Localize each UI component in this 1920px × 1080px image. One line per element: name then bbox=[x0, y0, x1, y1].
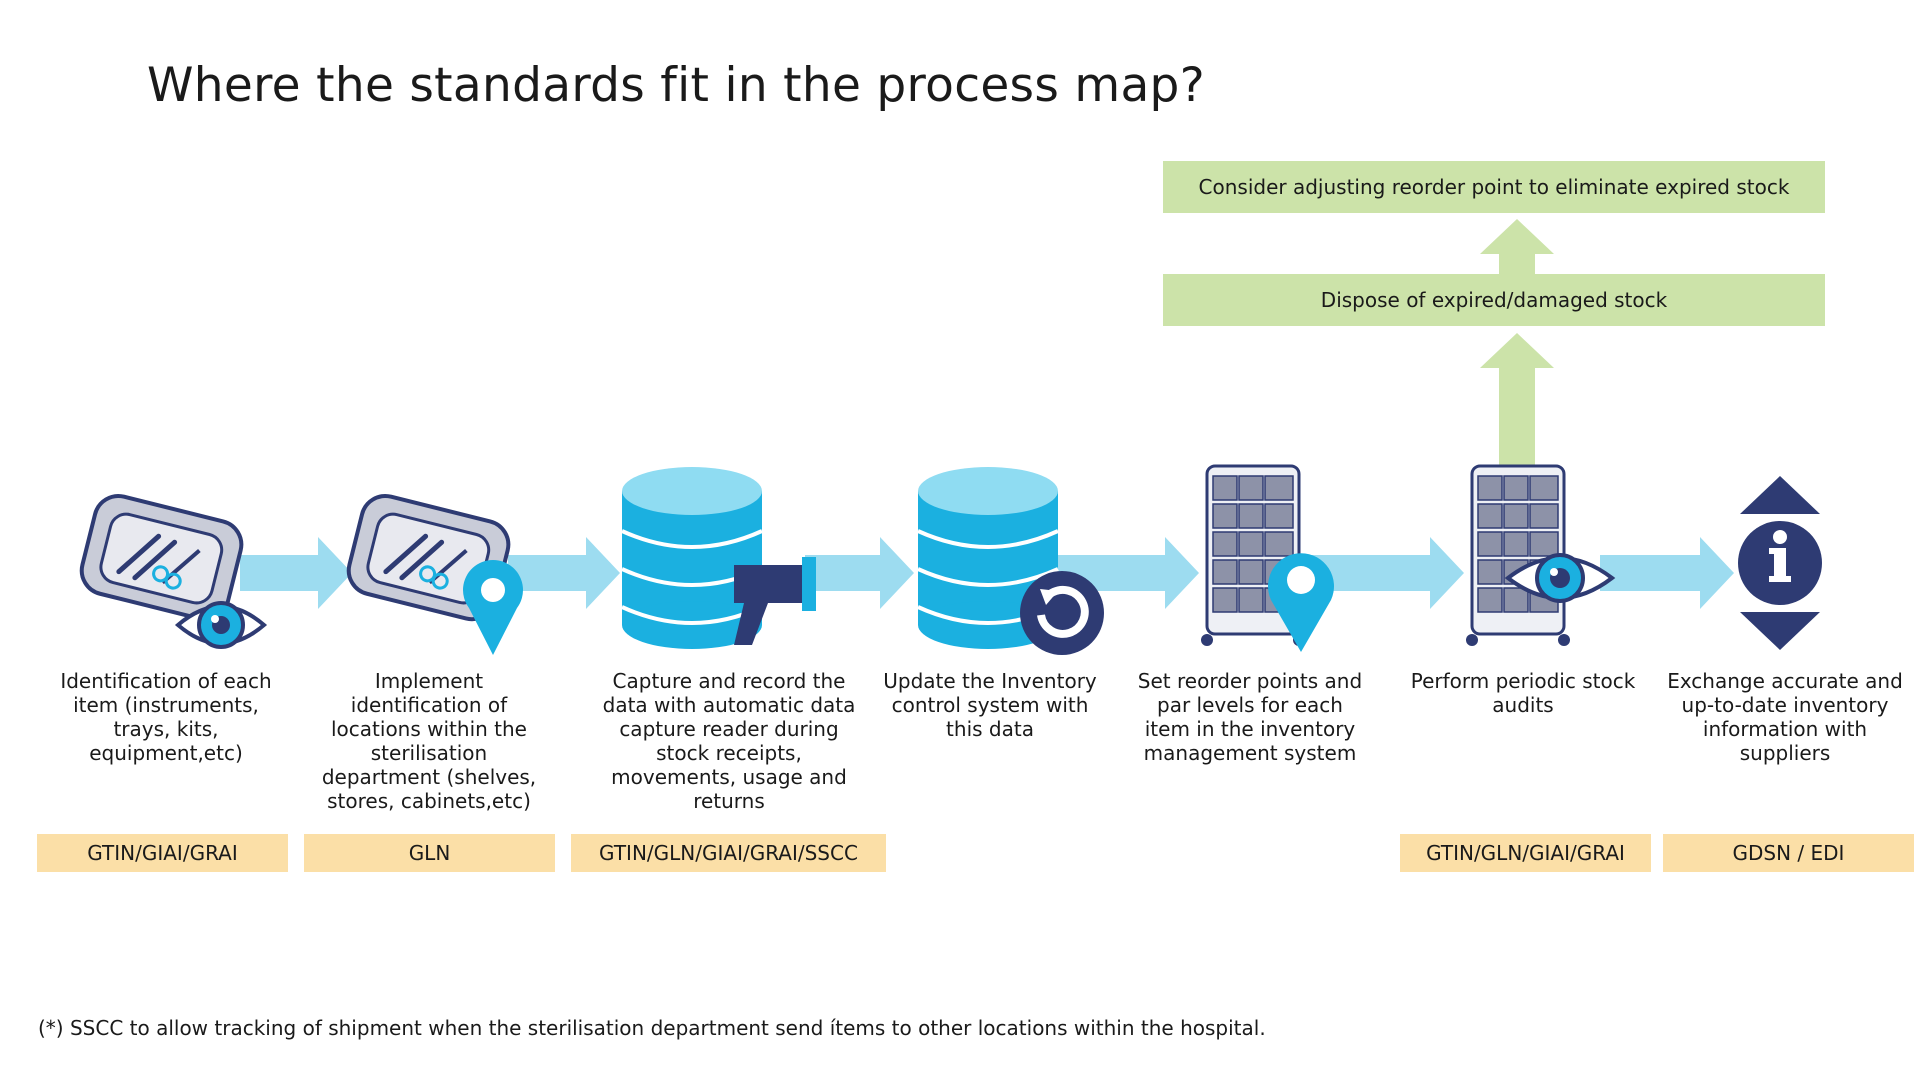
footnote: (*) SSCC to allow tracking of shipment w… bbox=[38, 1016, 1266, 1040]
information-exchange-icon bbox=[1738, 476, 1822, 650]
step-5-description: Set reorder points and par levels for ea… bbox=[1137, 669, 1363, 765]
vertical-arrow-to-dispose bbox=[1480, 333, 1554, 470]
step-2-description: Implement identification of locations wi… bbox=[321, 669, 537, 813]
step-7-description: Exchange accurate and up-to-date invento… bbox=[1667, 669, 1903, 765]
flow-arrow-2 bbox=[508, 537, 620, 609]
instrument-tray-location-pin-icon bbox=[346, 494, 523, 655]
flow-arrow-1 bbox=[240, 537, 352, 609]
flow-arrow-6 bbox=[1600, 537, 1734, 609]
instrument-tray-eye-icon bbox=[79, 494, 268, 649]
step-6-description: Perform periodic stock audits bbox=[1410, 669, 1636, 717]
storage-cabinet-location-pin-icon bbox=[1201, 464, 1334, 652]
standard-badge-step-6: GTIN/GLN/GIAI/GRAI bbox=[1400, 834, 1651, 872]
flow-arrow-3 bbox=[805, 537, 914, 609]
step-1-description: Identification of each item (instruments… bbox=[60, 669, 272, 765]
standard-badge-step-3: GTIN/GLN/GIAI/GRAI/SSCC bbox=[571, 834, 886, 872]
vertical-arrow-to-reorder bbox=[1480, 219, 1554, 274]
flow-arrow-5 bbox=[1300, 537, 1464, 609]
outcome-dispose-box: Dispose of expired/damaged stock bbox=[1163, 274, 1825, 326]
storage-cabinet-eye-icon bbox=[1466, 464, 1616, 646]
page-title: Where the standards fit in the process m… bbox=[147, 58, 1205, 113]
database-barcode-scanner-icon bbox=[621, 467, 816, 649]
standard-badge-step-1: GTIN/GIAI/GRAI bbox=[37, 834, 288, 872]
standard-badge-step-7: GDSN / EDI bbox=[1663, 834, 1914, 872]
standard-badge-step-2: GLN bbox=[304, 834, 555, 872]
outcome-reorder-box: Consider adjusting reorder point to elim… bbox=[1163, 161, 1825, 213]
step-4-description: Update the Inventory control system with… bbox=[883, 669, 1097, 741]
database-refresh-icon bbox=[917, 467, 1104, 655]
step-3-description: Capture and record the data with automat… bbox=[602, 669, 856, 813]
